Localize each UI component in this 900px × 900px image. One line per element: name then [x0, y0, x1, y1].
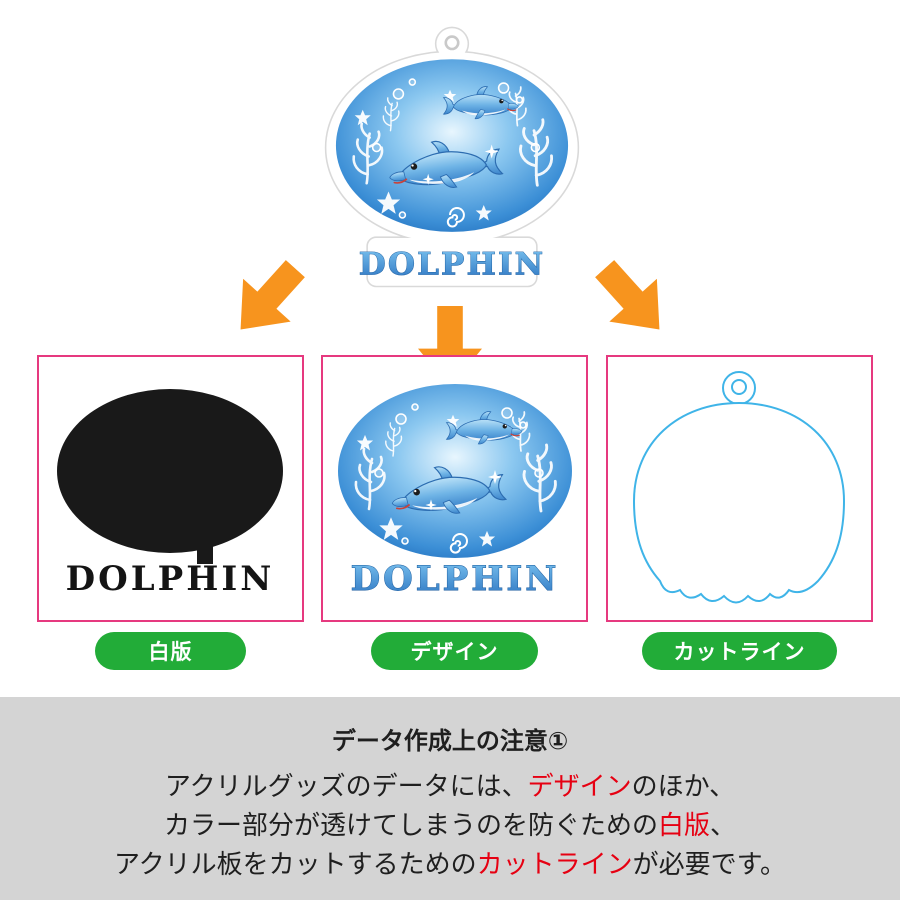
design-title-text: DOLPHIN: [351, 559, 560, 599]
keychain-hole: [444, 35, 460, 51]
note-line-3: アクリル板をカットするためのカットラインが必要です。: [0, 846, 900, 885]
note-line3-highlight: カットライン: [476, 850, 633, 880]
label-white-plate-text: 白版: [148, 640, 193, 664]
arrow-down-left-icon: [217, 247, 319, 351]
label-design-text: デザイン: [410, 640, 499, 664]
label-design: デザイン: [371, 632, 538, 670]
note-line2-highlight: 白版: [657, 811, 710, 841]
note-line1-highlight: デザイン: [527, 772, 632, 802]
white-plate-title-text: DOLPHIN: [66, 559, 275, 599]
keychain-title-text: DOLPHIN: [359, 246, 545, 282]
label-cutline: カットライン: [642, 632, 837, 670]
panel-white-plate: DOLPHIN: [37, 355, 304, 622]
label-white-plate: 白版: [95, 632, 246, 670]
panel-design: DOLPHIN: [321, 355, 588, 622]
note-body: アクリルグッズのデータには、デザインのほか、 カラー部分が透けてしまうのを防ぐた…: [0, 768, 900, 885]
dolphin-design-artwork: [336, 59, 568, 232]
note-line1-pre: アクリルグッズのデータには、: [164, 772, 528, 802]
note-line1-post: のほか、: [631, 772, 736, 802]
arrow-down-right-icon: [581, 247, 683, 351]
note-line3-pre: アクリル板をカットするための: [113, 850, 477, 880]
cutline-graphic: [632, 371, 846, 604]
design-graphic: DOLPHIN: [323, 357, 586, 599]
note-line-2: カラー部分が透けてしまうのを防ぐための白版、: [0, 807, 900, 846]
keychain-product-graphic: DOLPHIN: [324, 26, 580, 288]
dolphin-design-artwork: [338, 384, 572, 558]
white-plate-graphic: DOLPHIN: [57, 389, 283, 599]
note-section: データ作成上の注意① アクリルグッズのデータには、デザインのほか、 カラー部分が…: [0, 697, 900, 900]
note-line-1: アクリルグッズのデータには、デザインのほか、: [0, 768, 900, 807]
note-line2-post: 、: [710, 811, 737, 841]
cutline-outline: [632, 371, 846, 604]
white-plate-tab: [197, 545, 213, 564]
note-line3-post: が必要です。: [632, 850, 787, 880]
white-plate-oval: [57, 389, 283, 553]
label-cutline-text: カットライン: [673, 640, 806, 664]
panel-cutline: [606, 355, 873, 622]
note-line2-pre: カラー部分が透けてしまうのを防ぐための: [163, 811, 658, 841]
note-title: データ作成上の注意①: [331, 727, 569, 755]
